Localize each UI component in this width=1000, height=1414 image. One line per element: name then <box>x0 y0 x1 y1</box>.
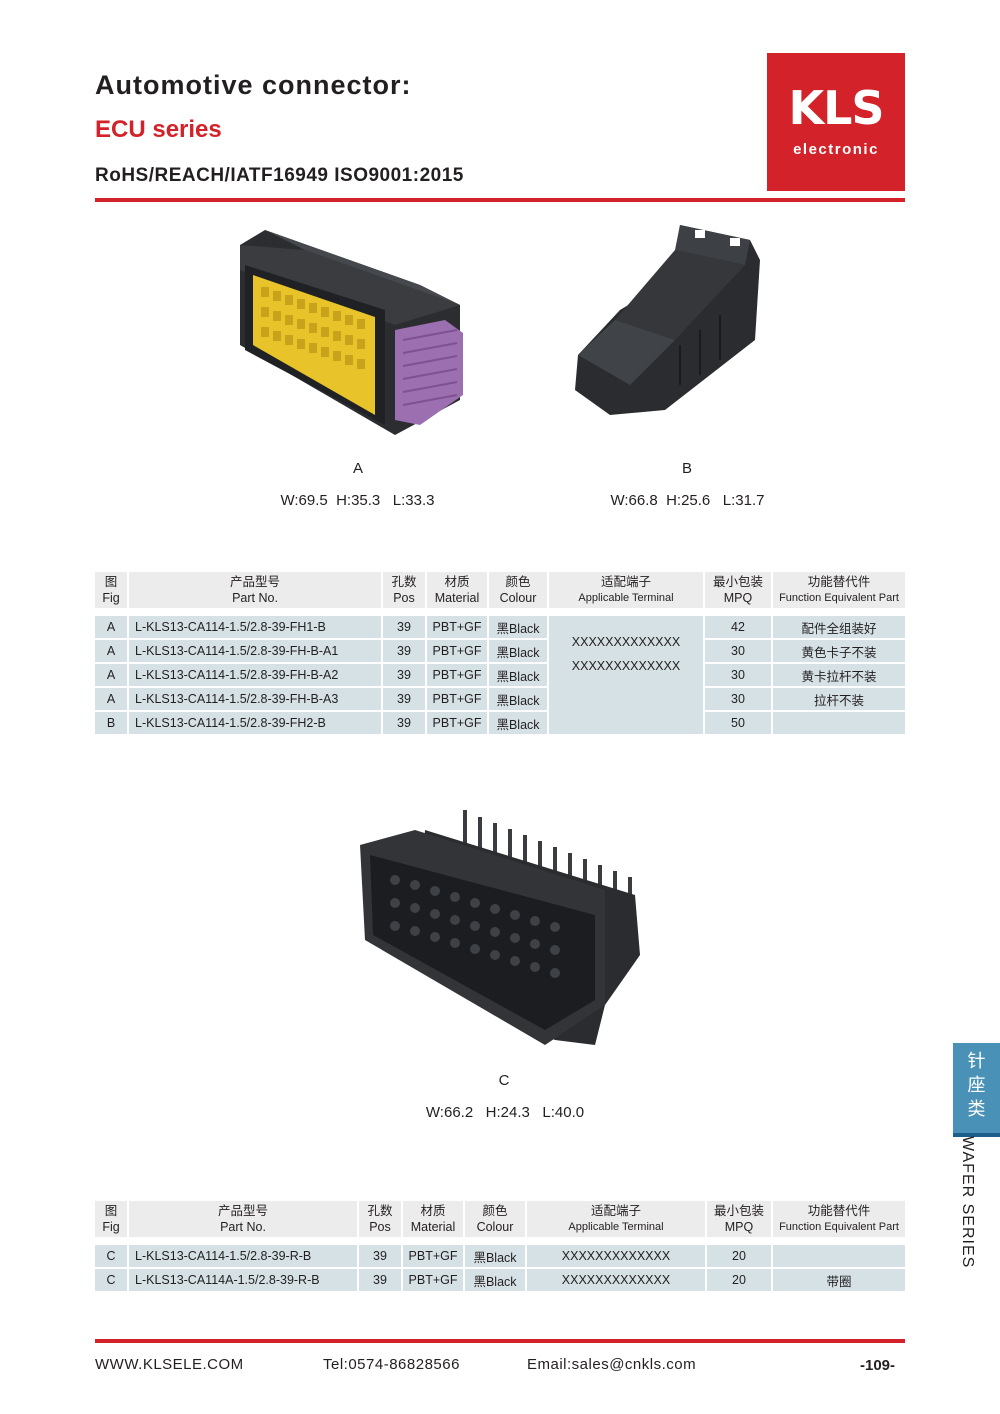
figure-c-dimensions: W:66.2 H:24.3 L:40.0 <box>425 1104 585 1121</box>
table-row: C L-KLS13-CA114A-1.5/2.8-39-R-B 39 PBT+G… <box>95 1267 905 1291</box>
footer-tel: Tel:0574-86828566 <box>323 1356 460 1373</box>
figure-b-dimensions: W:66.8 H:25.6 L:31.7 <box>610 492 765 509</box>
series-title: ECU series <box>95 116 222 143</box>
table-row: A L-KLS13-CA114-1.5/2.8-39-FH-B-A3 39 PB… <box>95 686 905 710</box>
figure-a-label: A <box>352 460 363 477</box>
figure-a-dimensions: W:69.5 H:35.3 L:33.3 <box>280 492 435 509</box>
table-row: A L-KLS13-CA114-1.5/2.8-39-FH-B-A2 39 PB… <box>95 662 905 686</box>
page-title: Automotive connector: <box>95 70 412 100</box>
table-row: A L-KLS13-CA114-1.5/2.8-39-FH1-B 39 PBT+… <box>95 614 905 734</box>
side-category-tab: 针 座 类 <box>953 1043 1000 1133</box>
terminal-cell: XXXXXXXXXXXXX XXXXXXXXXXXXX <box>549 614 705 734</box>
figure-c-label: C <box>498 1072 510 1089</box>
figure-b-label: B <box>681 460 692 477</box>
connector-a-image <box>240 230 463 435</box>
footer-email: Email:sales@cnkls.com <box>527 1356 697 1373</box>
page-number: -109- <box>860 1357 896 1374</box>
side-series-label: WAFER SERIES <box>959 1136 976 1269</box>
footer-website: WWW.KLSELE.COM <box>95 1356 244 1373</box>
logo-subtitle: electronic <box>793 141 879 158</box>
kls-logo: KLS electronic <box>767 53 905 191</box>
table-row: C L-KLS13-CA114-1.5/2.8-39-R-B 39 PBT+GF… <box>95 1243 905 1267</box>
header-divider <box>95 198 905 202</box>
logo-brand: KLS <box>788 81 884 135</box>
certification-text: RoHS/REACH/IATF16949 ISO9001:2015 <box>95 165 464 186</box>
side-tab-divider <box>953 1133 1000 1137</box>
table-row: A L-KLS13-CA114-1.5/2.8-39-FH-B-A1 39 PB… <box>95 638 905 662</box>
connector-b-image <box>575 225 760 415</box>
connector-c-image <box>360 810 640 1045</box>
footer-divider <box>95 1339 905 1343</box>
table-row: B L-KLS13-CA114-1.5/2.8-39-FH2-B 39 PBT+… <box>95 710 905 734</box>
